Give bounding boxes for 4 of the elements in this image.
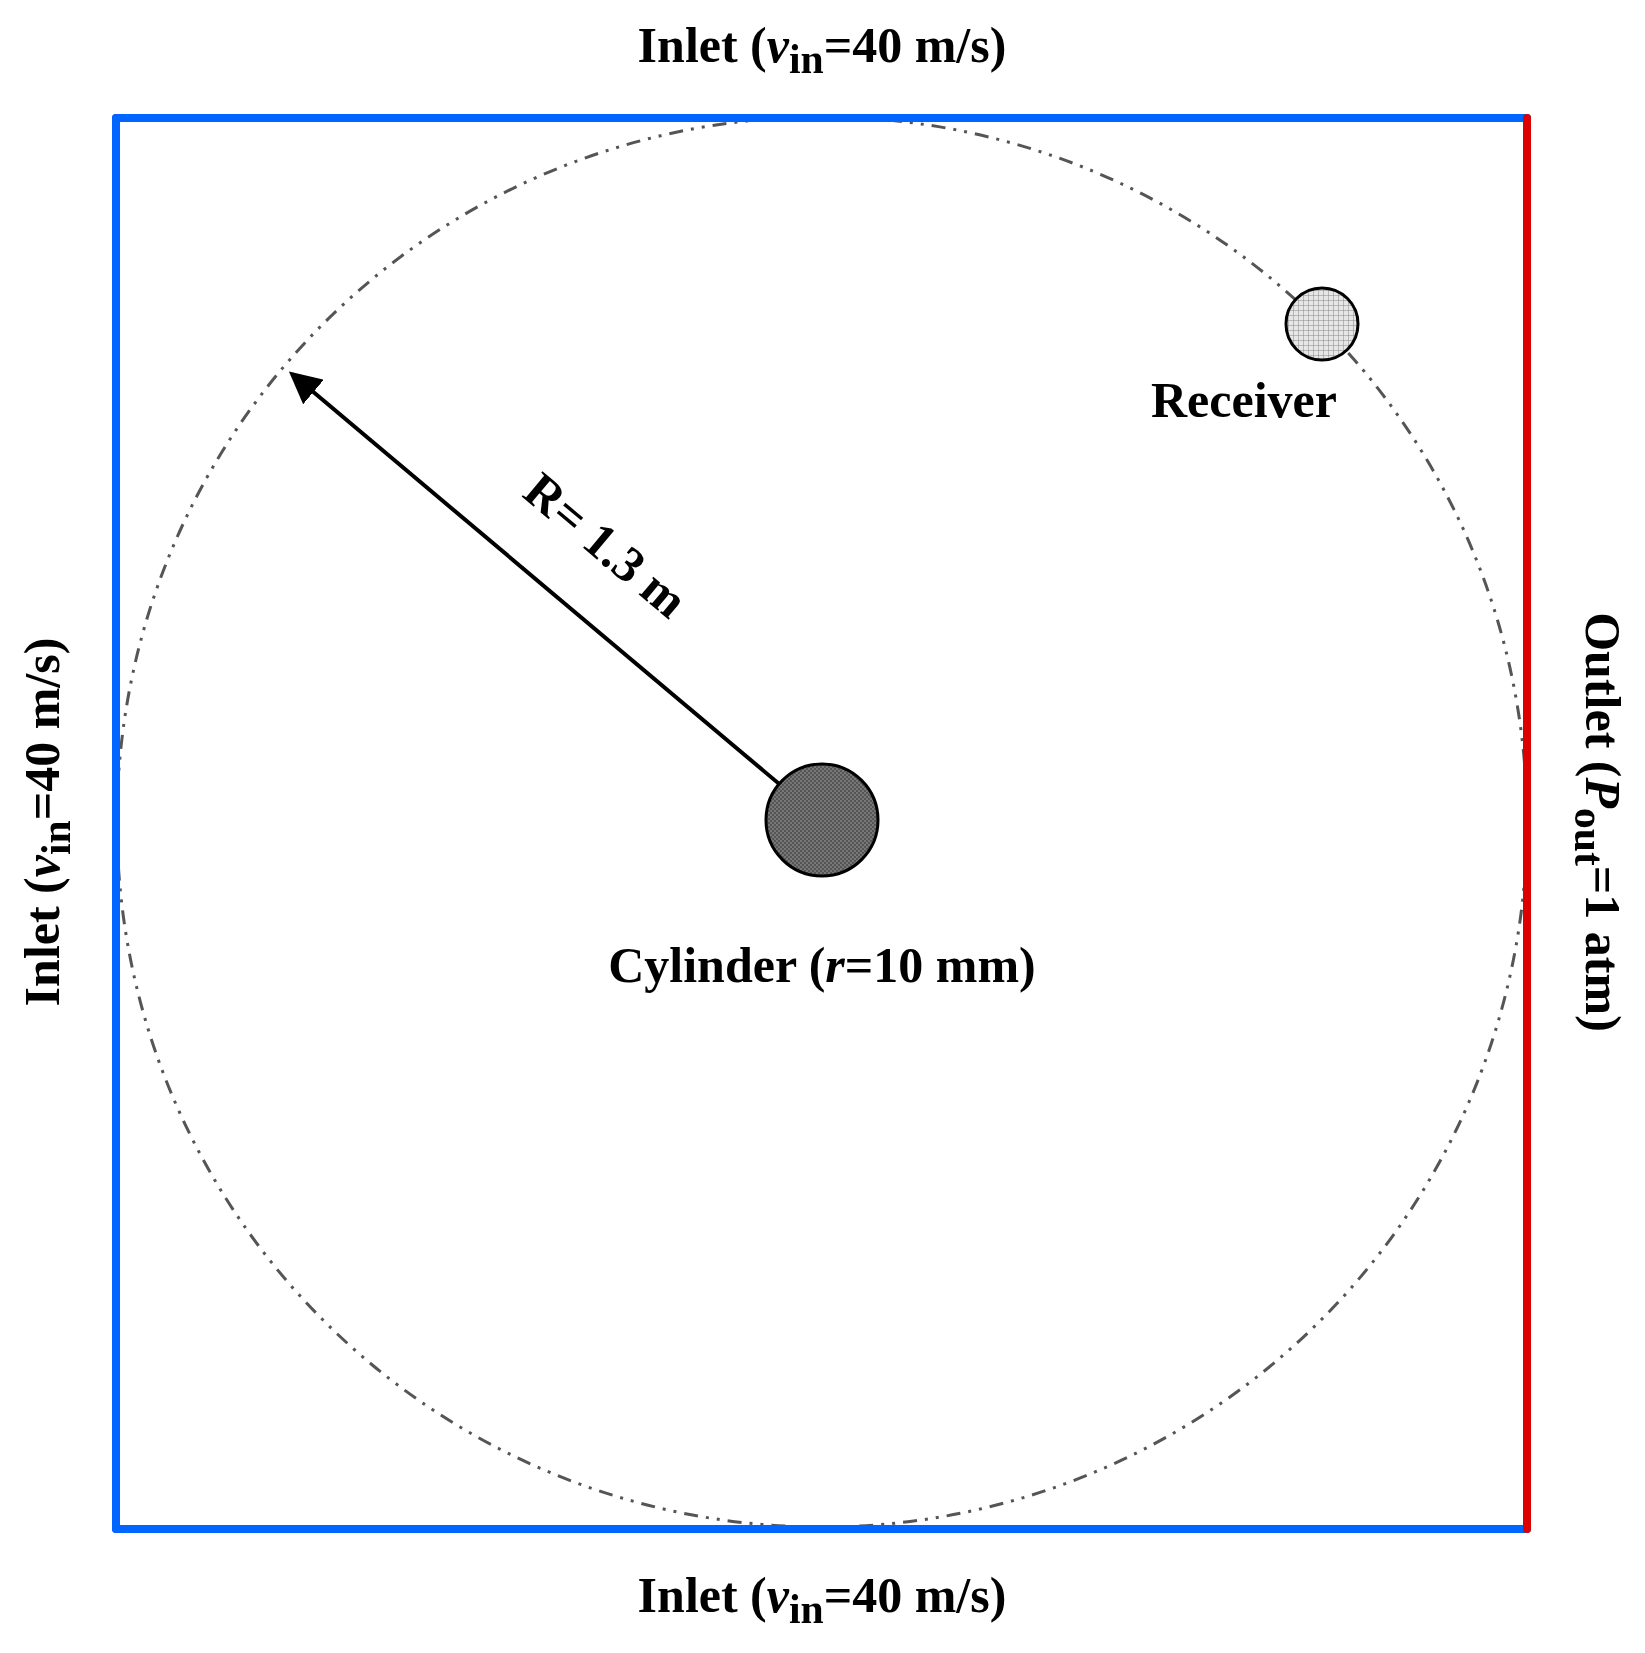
receiver-label: Receiver [1151,375,1337,425]
boundary-label: Inlet (v$_{in}$=40 m/s) [637,19,1007,81]
radius-label: R= 1.3 m [515,463,697,627]
boundary-label: Inlet (v$_{in}$=40 m/s) [637,1569,1007,1631]
